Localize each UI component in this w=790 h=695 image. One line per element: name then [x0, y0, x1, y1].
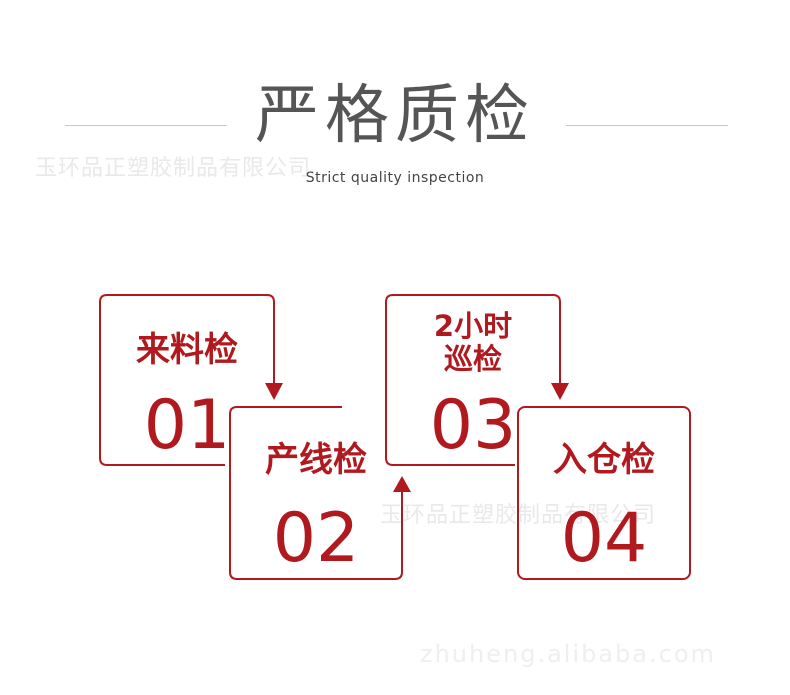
- arrow-down-3: [551, 383, 569, 400]
- page-title: 严格质检: [255, 79, 535, 153]
- step-box-3: [385, 294, 561, 466]
- step-label-3-line2: 巡检: [443, 342, 502, 377]
- arrow-down-1: [265, 383, 283, 400]
- step-box-2: [229, 406, 403, 580]
- step-number-3: 03: [429, 386, 517, 465]
- arrow-up-2: [393, 476, 411, 492]
- step-number-4: 04: [560, 499, 648, 578]
- step-label-3: 2小时 巡检: [386, 309, 560, 377]
- title-rule-left: [65, 125, 227, 126]
- title-rule-right: [566, 125, 728, 126]
- step-label-1: 来料检: [136, 330, 238, 370]
- step-box-4: [517, 406, 691, 580]
- step-label-4: 入仓检: [553, 440, 655, 480]
- step-label-3-line1: 2小时: [433, 309, 513, 343]
- step-number-2: 02: [272, 499, 360, 578]
- step-box-1: [99, 294, 275, 466]
- page-subtitle: Strict quality inspection: [305, 170, 485, 186]
- watermark-company-top: 玉环品正塑胶制品有限公司: [35, 156, 312, 181]
- step-number-1: 01: [143, 386, 231, 465]
- step-label-2: 产线检: [265, 440, 367, 480]
- watermark-url: zhuheng.alibaba.com: [420, 640, 716, 668]
